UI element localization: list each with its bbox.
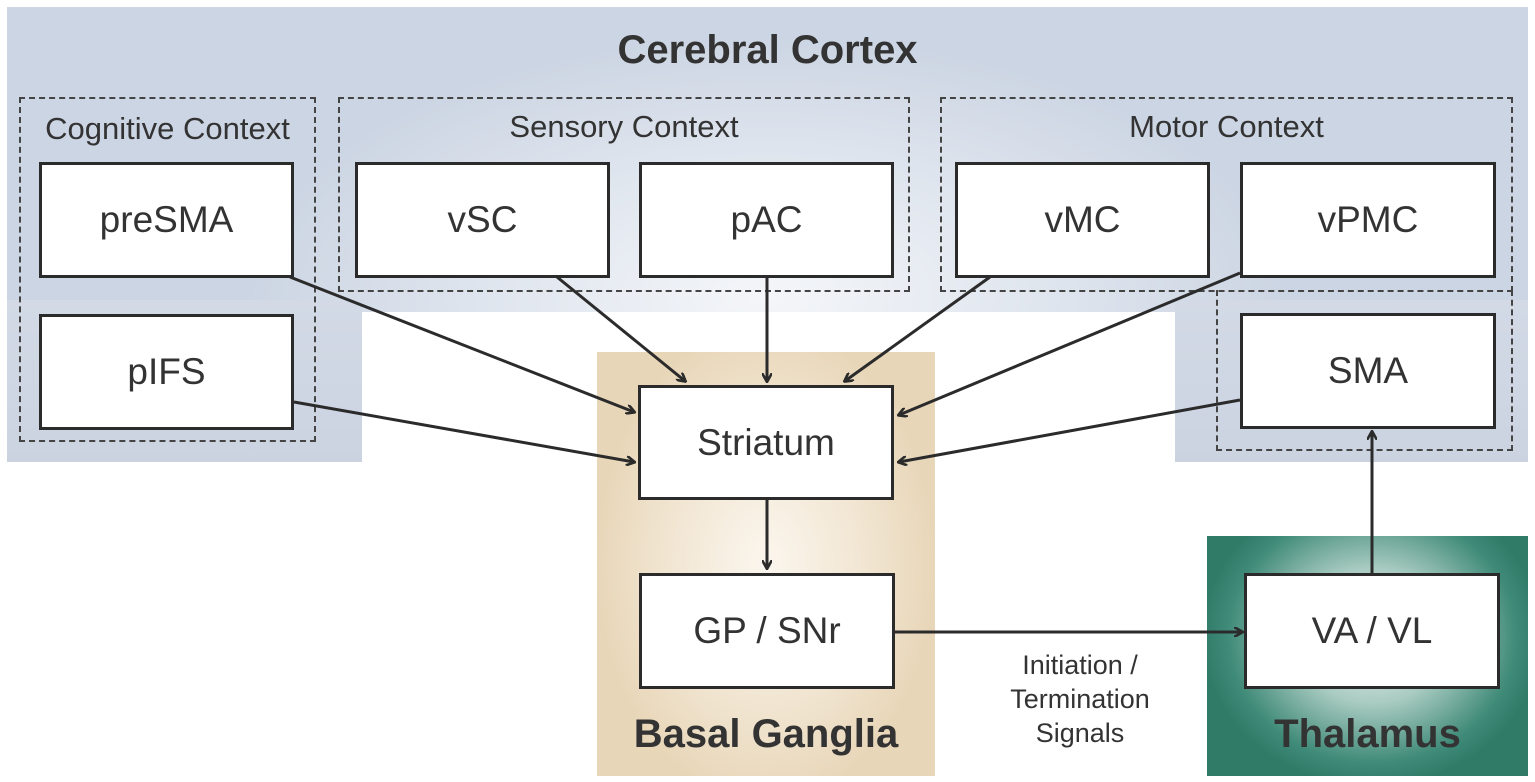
presma-box: preSMA [39, 162, 294, 278]
va-vl-box: VA / VL [1244, 573, 1500, 689]
arrow-vpmc-to-striatum [899, 271, 1241, 415]
basal-ganglia-title: Basal Ganglia [633, 712, 899, 756]
motor-context-group [940, 97, 1513, 292]
gp-snr-box: GP / SNr [639, 573, 895, 689]
cognitive-context-group [19, 97, 316, 442]
motor-context-group-extension [1216, 290, 1513, 451]
sensory-context-group [338, 97, 910, 292]
thalamus-title: Thalamus [1274, 712, 1461, 756]
vmc-box: vMC [955, 162, 1210, 278]
sma-box: SMA [1240, 313, 1496, 429]
pifs-box: pIFS [39, 314, 294, 430]
striatum-box: Striatum [638, 385, 894, 500]
initiation-termination-signals-label: Initiation / Termination Signals [990, 648, 1170, 750]
signal-label-line-3: Signals [1035, 718, 1125, 748]
arrow-vsc-to-striatum [556, 275, 685, 381]
arrow-vmc-to-striatum [845, 275, 991, 381]
cognitive-context-label: Cognitive Context [45, 111, 290, 146]
arrow-sma-to-striatum [899, 398, 1241, 462]
vsc-box: vSC [355, 162, 610, 278]
signal-label-line-1: Initiation / [1022, 650, 1138, 680]
signal-label-line-2: Termination [1010, 684, 1150, 714]
vpmc-box: vPMC [1240, 162, 1496, 278]
cerebral-cortex-title: Cerebral Cortex [617, 28, 918, 72]
pac-box: pAC [639, 162, 894, 278]
arrow-presma-to-striatum [289, 275, 634, 412]
sensory-context-label: Sensory Context [509, 109, 739, 144]
arrow-pifs-to-striatum [293, 400, 634, 462]
motor-context-label: Motor Context [1129, 109, 1324, 144]
